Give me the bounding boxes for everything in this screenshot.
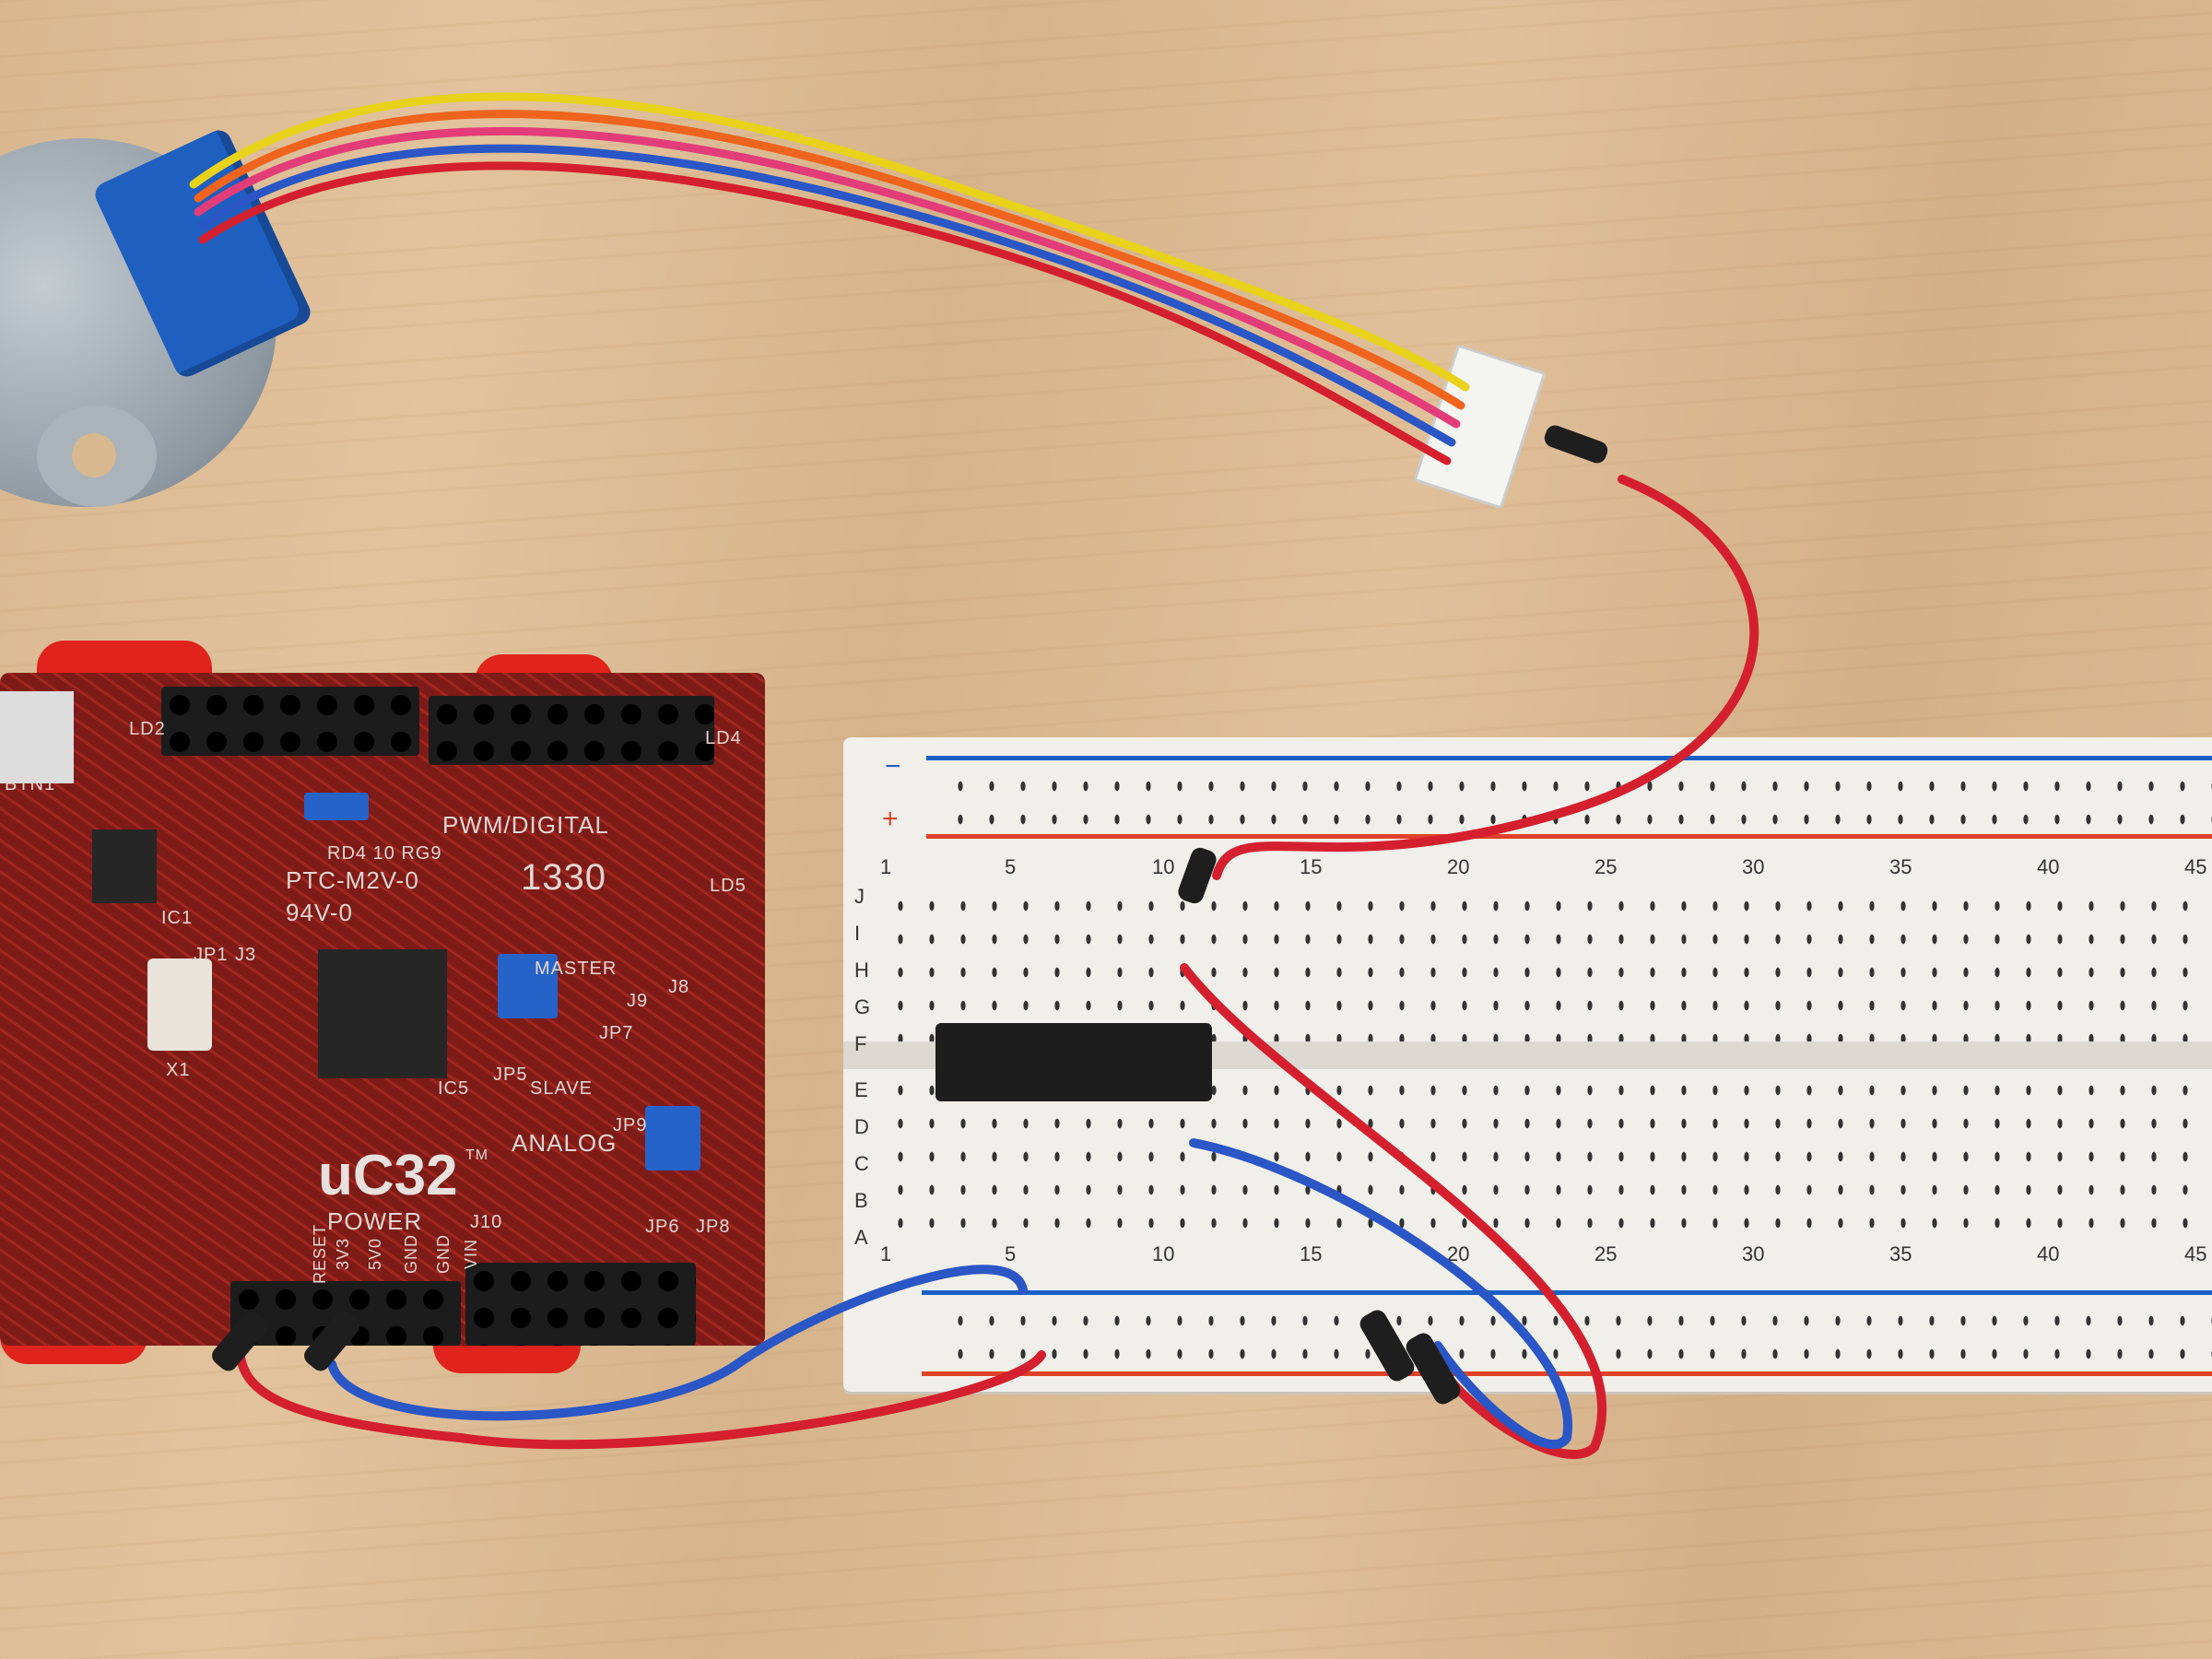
analog-header [465,1263,696,1346]
column-label: 40 [2037,1242,2060,1265]
wire-red [198,161,1452,465]
wire-pin-housing [212,1311,267,1371]
btn-label: BTN1 [5,774,56,794]
jp6-label: JP6 [645,1217,680,1237]
wire-pin-housing [1406,1333,1461,1405]
dip-driver-ic [935,1023,1212,1101]
column-label: 5 [1005,855,1017,878]
row-label: A [854,1226,868,1249]
top-rail-plus-label: + [882,804,899,834]
analog-label: ANALOG [512,1129,618,1157]
ic1-chip [92,830,157,903]
row-label: C [854,1152,869,1175]
wire-pin-housing [1544,425,1608,464]
slave-label: SLAVE [530,1078,593,1099]
top-rail-minus-line [926,756,2212,760]
jumper-wire-blue-gnd [327,1265,1028,1421]
ld4-label: LD4 [705,728,742,748]
column-label: 30 [1742,855,1765,878]
row-label: D [854,1115,869,1138]
top-power-rail-holes [945,770,2212,834]
column-label: 40 [2037,855,2060,878]
fab-label: PTC-M2V-0 [286,866,419,894]
column-label: 30 [1742,1242,1765,1265]
row-label: B [854,1189,868,1212]
pwm-digital-label: PWM/DIGITAL [442,811,609,839]
jumper-wire-red-top [1212,475,1759,880]
column-label: 15 [1300,855,1323,878]
column-label: 20 [1447,855,1470,878]
ic5-label: IC5 [438,1078,470,1099]
j8-label: J8 [668,977,690,997]
fab-label-2: 94V-0 [286,899,353,926]
row-label: J [854,885,865,908]
row-labels-top: J I H G F [854,885,873,1056]
column-labels-top: 1 5 10 15 20 25 30 35 40 45 [880,855,2212,883]
pic32-mcu [318,949,447,1078]
reset-button [0,691,74,783]
wire-pin-housing [304,1311,359,1371]
wire-pink [194,126,1461,429]
column-label: 15 [1300,1242,1323,1265]
digital-header-left [161,687,419,756]
power-label: POWER [327,1207,423,1235]
row-labels-bottom: E D C B A [854,1078,873,1250]
column-label: 45 [2184,1242,2207,1265]
column-label: 25 [1594,855,1618,878]
wire-yellow [189,92,1470,392]
column-label: 1 [880,855,892,878]
terminal-holes-bottom [885,1074,2212,1240]
x1-label: X1 [166,1060,191,1080]
wire-pin-housing [1178,847,1217,904]
column-label: 35 [1889,855,1912,878]
jumper-jp5-jp7 [498,954,558,1018]
master-label: MASTER [535,959,618,979]
jp5-label: JP5 [493,1065,528,1085]
top-rail-minus-label: − [885,751,901,782]
jumper-wire-blue-ic [1189,1138,1573,1449]
uc32-logo: uC32 [318,1144,458,1207]
uc32-board: PWM/DIGITAL RD4 10 RG9 PTC-M2V-0 94V-0 1… [0,673,765,1346]
column-label: 5 [1005,1242,1017,1265]
jp8-label: JP8 [696,1217,731,1237]
column-labels-bottom: 1 5 10 15 20 25 30 35 40 45 [880,1242,2212,1270]
motor-mount-ear [37,406,157,507]
wire-orange [194,110,1465,410]
jumper-wire-red-5v [235,1341,1046,1450]
row-label: G [854,995,871,1018]
crystal-x1 [147,959,212,1051]
j3-label: J3 [235,945,257,965]
jumper-wire-red-ic [1180,963,1607,1459]
rd-label: RD4 10 RG9 [327,843,442,864]
wire-pin-housing [1359,1310,1415,1382]
bottom-rail-minus-line [922,1290,2212,1295]
ld2-label: LD2 [129,719,166,739]
top-rail-plus-line [926,834,2212,839]
trademark: TM [465,1147,489,1163]
row-label: I [854,922,861,945]
jp9-label: JP9 [613,1115,648,1135]
column-label: 10 [1152,855,1175,878]
ic1-label: IC1 [161,908,194,928]
ld5-label: LD5 [710,876,747,896]
j10-label: J10 [470,1212,503,1232]
row-label: H [854,959,869,982]
bottom-rail-plus-line [922,1371,2212,1376]
row-label: E [854,1078,868,1101]
column-label: 1 [880,1242,892,1265]
date-code: 1330 [521,857,606,898]
wire-blue [198,144,1456,447]
j9-label: J9 [627,991,649,1011]
column-label: 25 [1594,1242,1618,1265]
row-label: F [854,1032,867,1055]
column-label: 45 [2184,855,2207,878]
jumper-jp6-jp8 [645,1106,700,1171]
column-label: 35 [1889,1242,1912,1265]
jumper-rd4 [304,793,369,820]
jp7-label: JP7 [599,1023,634,1043]
column-label: 10 [1152,1242,1175,1265]
jp1-label: JP1 [194,945,229,965]
digital-header-right [429,696,714,765]
